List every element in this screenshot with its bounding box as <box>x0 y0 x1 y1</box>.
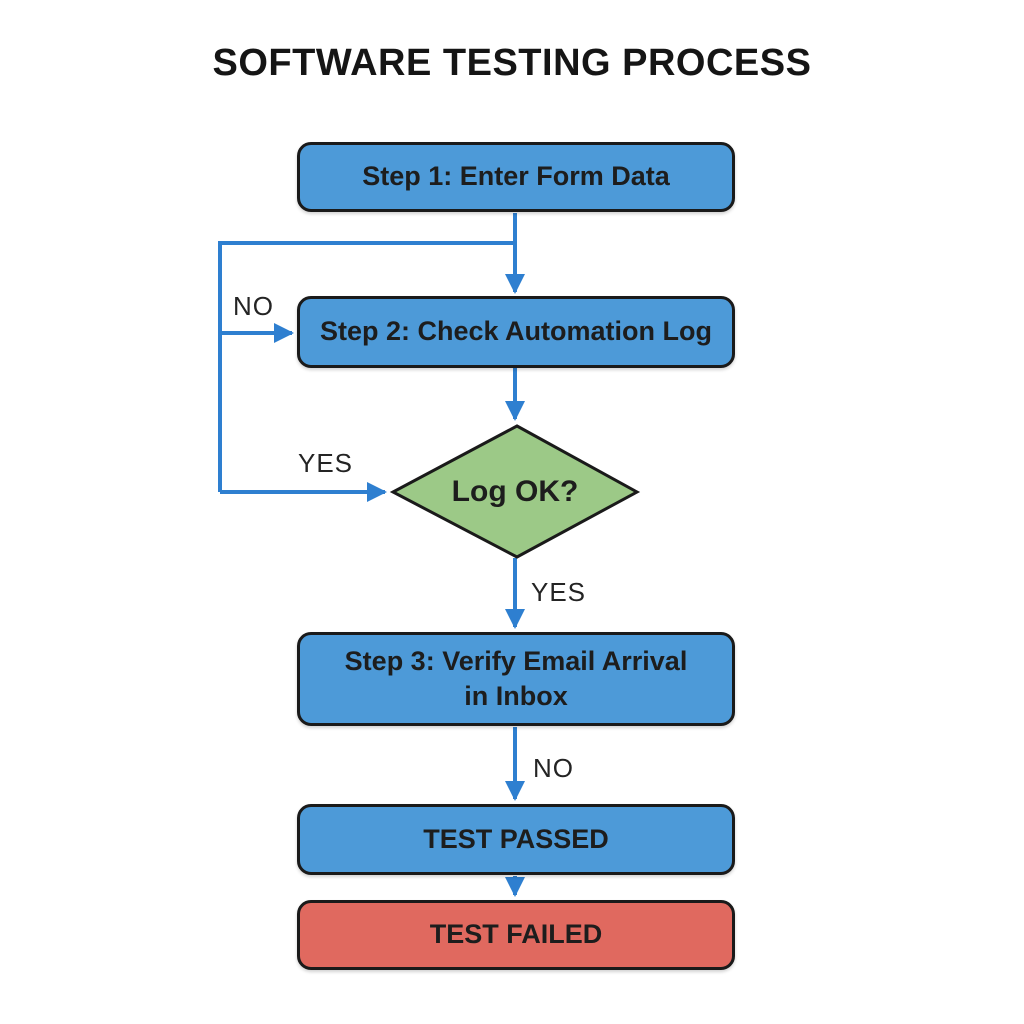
connector-loop-branch <box>218 241 515 492</box>
edge-label-yes-loop: YES <box>298 448 354 478</box>
node-step3-label: Step 3: Verify Email Arrival in Inbox <box>344 645 688 711</box>
node-step2: Step 2: Check Automation Log <box>297 296 735 368</box>
page-title: SOFTWARE TESTING PROCESS <box>212 42 812 84</box>
edge-label-no-down: NO <box>533 753 574 783</box>
node-test-failed: TEST FAILED <box>297 900 735 970</box>
node-step3: Step 3: Verify Email Arrival in Inbox <box>297 632 735 726</box>
node-decision-label: Log OK? <box>451 475 579 508</box>
node-step1: Step 1: Enter Form Data <box>297 142 735 212</box>
node-step2-label: Step 2: Check Automation Log <box>319 316 712 347</box>
node-step1-label: Step 1: Enter Form Data <box>362 161 670 192</box>
node-test-failed-label: TEST FAILED <box>429 919 603 950</box>
decision-diamond-shape <box>389 424 641 559</box>
edge-label-no-loop: NO <box>233 291 274 321</box>
node-test-passed: TEST PASSED <box>297 804 735 875</box>
node-test-passed-label: TEST PASSED <box>423 823 609 854</box>
connector-lines <box>218 213 525 897</box>
edge-label-yes-down: YES <box>531 577 587 607</box>
